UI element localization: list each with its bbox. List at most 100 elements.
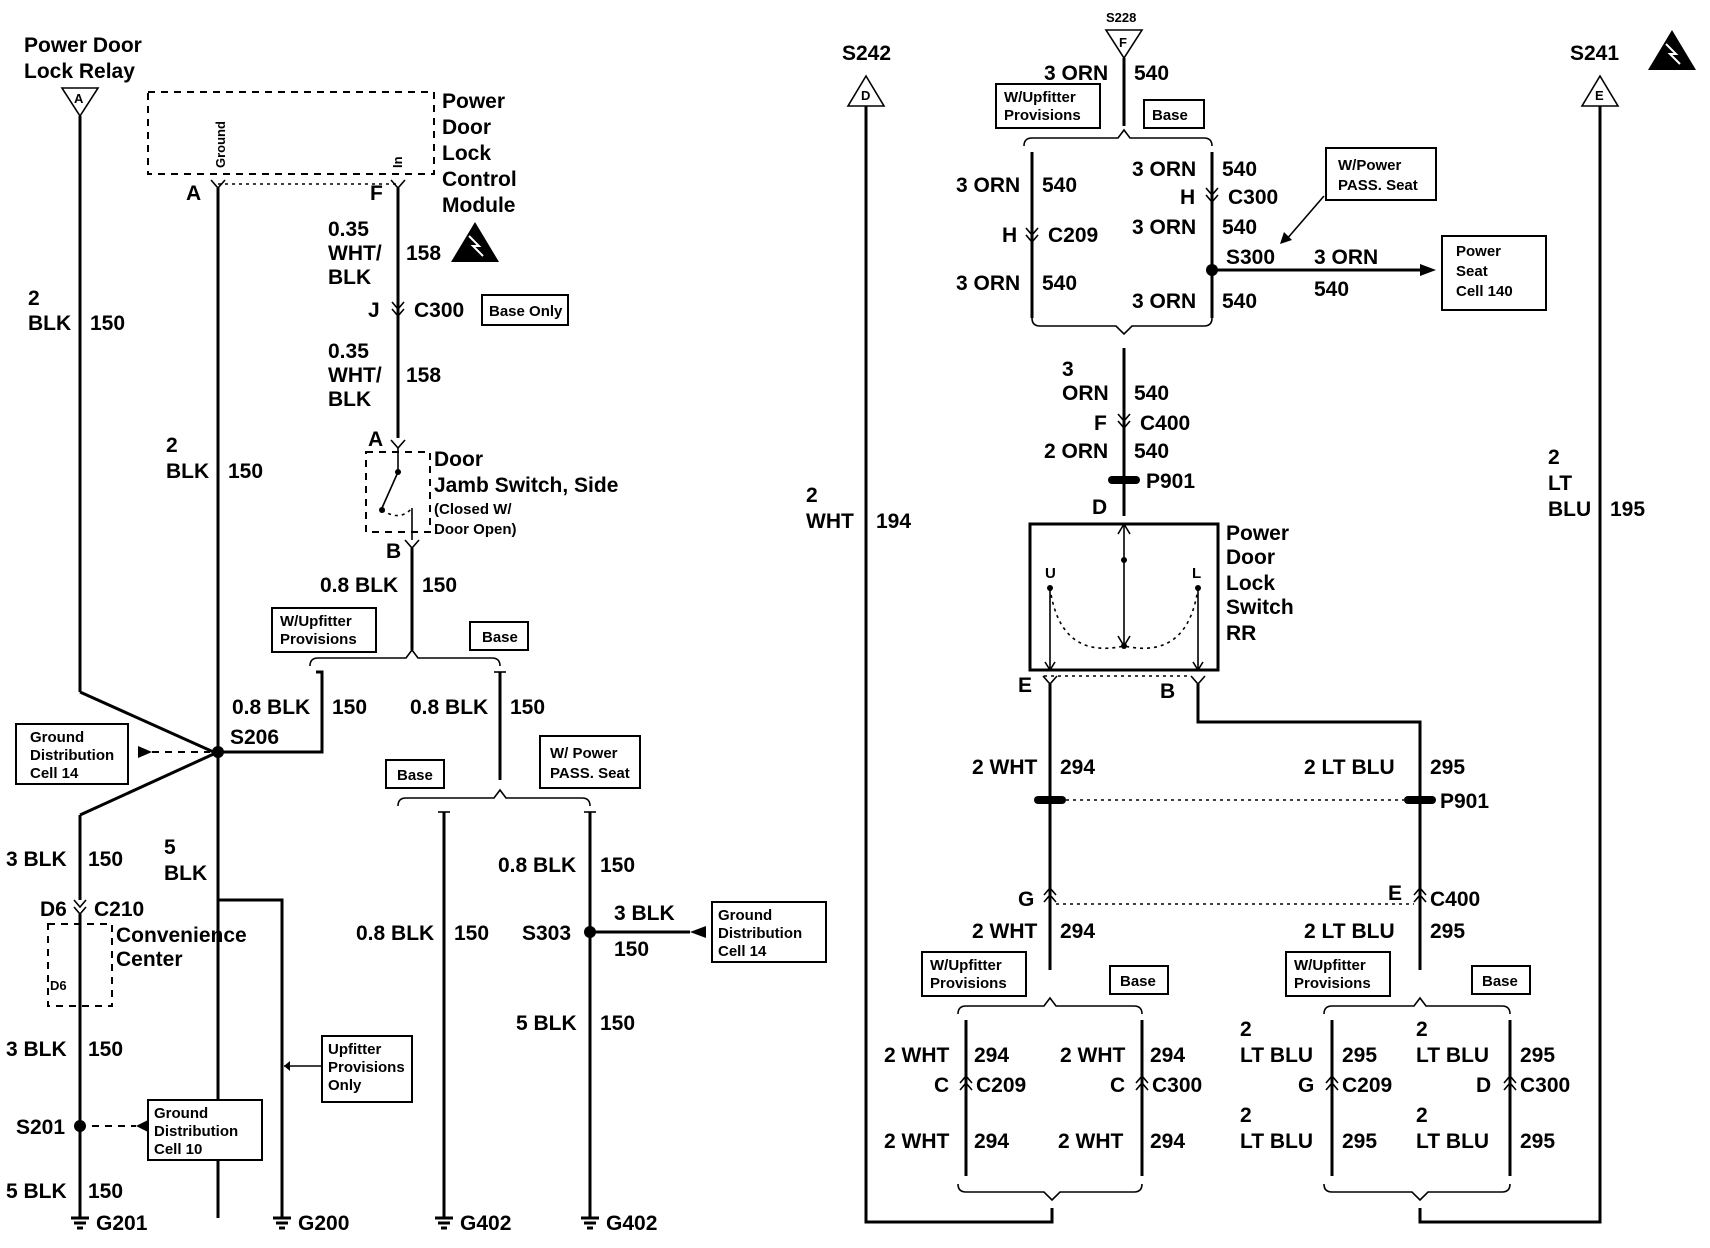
w158b-circuit: 158	[406, 364, 441, 387]
door-jamb-switch: A Door Jamb Switch, Side (Closed W/ Door…	[365, 428, 618, 563]
ground-label-2: G402	[460, 1212, 511, 1235]
switch-l: L	[1192, 565, 1201, 582]
gnd10-box	[147, 1099, 263, 1161]
powerseat2-l2: PASS. Seat	[1338, 177, 1418, 194]
powerseat1-l1: W/ Power	[550, 745, 618, 762]
c210-inner: D6	[50, 978, 67, 993]
w08mid-w: 0.8 BLK	[356, 922, 434, 945]
s241-color2: BLU	[1548, 498, 1591, 521]
w5blkb-c: 150	[88, 1180, 123, 1203]
w540a-g: 3	[1062, 358, 1074, 381]
b3-g2: 2	[1240, 1104, 1252, 1127]
b3-conn: C209	[1342, 1074, 1392, 1097]
w540b-c: 540	[1134, 440, 1169, 463]
b1-w2: 2 WHT	[884, 1130, 950, 1153]
w540b-w: 2 ORN	[1044, 440, 1108, 463]
ground-icon-g402a	[433, 1216, 455, 1230]
switch-pin-e: E	[1018, 674, 1032, 697]
s206-w2: 0.8 BLK	[410, 696, 488, 719]
switch-label-1: Power	[1226, 522, 1289, 545]
w158b-color1: WHT/	[328, 364, 382, 387]
c209h-pin: H	[1002, 224, 1017, 247]
c210-label-1: Convenience	[116, 924, 247, 947]
b3-c2: 295	[1342, 1130, 1377, 1153]
c300h-pin: H	[1180, 186, 1195, 209]
upfitter4-l2: Provisions	[1294, 975, 1371, 992]
gnd14-box-b	[711, 901, 827, 963]
lorn1-c: 540	[1042, 174, 1077, 197]
switch-pin-e-term	[1042, 675, 1058, 686]
b1-w: 2 WHT	[884, 1044, 950, 1067]
s241-color1: LT	[1548, 472, 1572, 495]
b4-c: 295	[1520, 1044, 1555, 1067]
w295a-c: 295	[1430, 756, 1465, 779]
c210-label-2: Center	[116, 948, 183, 971]
gnd10-l3: Cell 10	[154, 1141, 202, 1158]
s228-c: 540	[1134, 62, 1169, 85]
jamb-travel	[381, 507, 413, 517]
wire-195	[1418, 106, 1602, 1224]
ground-icon-g201	[69, 1216, 91, 1230]
w150-mid-color: BLK	[166, 460, 209, 483]
ground-label-1: G200	[298, 1212, 349, 1235]
b4-c2: 295	[1520, 1130, 1555, 1153]
p901-plug-l	[1034, 796, 1066, 804]
b4-w: LT BLU	[1416, 1044, 1489, 1067]
ground-label-3: G402	[606, 1212, 657, 1235]
esd-icon	[450, 221, 500, 263]
gnd14a-l2: Distribution	[30, 747, 114, 764]
base4-label: Base	[1120, 973, 1156, 990]
w5blka-g: 5	[164, 836, 176, 859]
upfitter1-l2: Provisions	[280, 631, 357, 648]
s300-w: 3 ORN	[1314, 246, 1378, 269]
c400f-pin: F	[1094, 412, 1107, 435]
c300-name: C300	[414, 299, 464, 322]
s303-name: S303	[522, 922, 571, 945]
w158a-color1: WHT/	[328, 242, 382, 265]
b1-conn: C209	[976, 1074, 1026, 1097]
w150-top-color: BLK	[28, 312, 71, 335]
lorn2-w: 3 ORN	[956, 272, 1020, 295]
b1-c2: 294	[974, 1130, 1009, 1153]
s228-conn: F	[1119, 35, 1127, 50]
upfitter2-l1: W/Upfitter	[1004, 89, 1076, 106]
s228-w: 3 ORN	[1044, 62, 1108, 85]
b2-w: 2 WHT	[1060, 1044, 1126, 1067]
jamb-label-4: Door Open)	[434, 521, 517, 538]
b2-w2: 2 WHT	[1058, 1130, 1124, 1153]
gnd10-l1: Ground	[154, 1105, 208, 1122]
base-box-2	[385, 759, 445, 789]
gnd14a-l3: Cell 14	[30, 765, 79, 782]
c300-pin: J	[368, 299, 380, 322]
w158b-gauge: 0.35	[328, 340, 369, 363]
switch-dot-1	[1121, 557, 1127, 563]
wire-194	[864, 106, 1054, 1224]
w150-top-circuit: 150	[90, 312, 125, 335]
s206-c1: 150	[332, 696, 367, 719]
w158a-circuit: 158	[406, 242, 441, 265]
s201-splice	[74, 1120, 86, 1132]
s206-c2: 150	[510, 696, 545, 719]
w540a-circuit: 540	[1134, 382, 1169, 405]
module-label-3: Lock	[442, 142, 491, 165]
w150-jamb-label: 0.8 BLK	[320, 574, 398, 597]
powerseatcell-l2: Seat	[1456, 263, 1488, 280]
lorn2-c: 540	[1042, 272, 1077, 295]
w158a-color2: BLK	[328, 266, 371, 289]
switch-pin-b: B	[1160, 680, 1175, 703]
option-bracket-8	[1323, 1183, 1511, 1202]
b2-conn: C300	[1152, 1074, 1202, 1097]
b4-conn: C300	[1520, 1074, 1570, 1097]
jamb-label-3: (Closed W/	[434, 501, 512, 518]
option-bracket-6	[1323, 996, 1511, 1015]
c400f-name: C400	[1140, 412, 1190, 435]
w540a-c: ORN	[1062, 382, 1109, 405]
gnd14b-arrow	[690, 926, 706, 938]
gnd14a-l1: Ground	[30, 729, 84, 746]
switch-label-3: Lock	[1226, 572, 1275, 595]
rorn3-w: 3 ORN	[1132, 290, 1196, 313]
w3blka-c: 150	[88, 848, 123, 871]
relay-connector-triangle	[60, 87, 100, 118]
switch-dot-2	[1121, 643, 1127, 649]
